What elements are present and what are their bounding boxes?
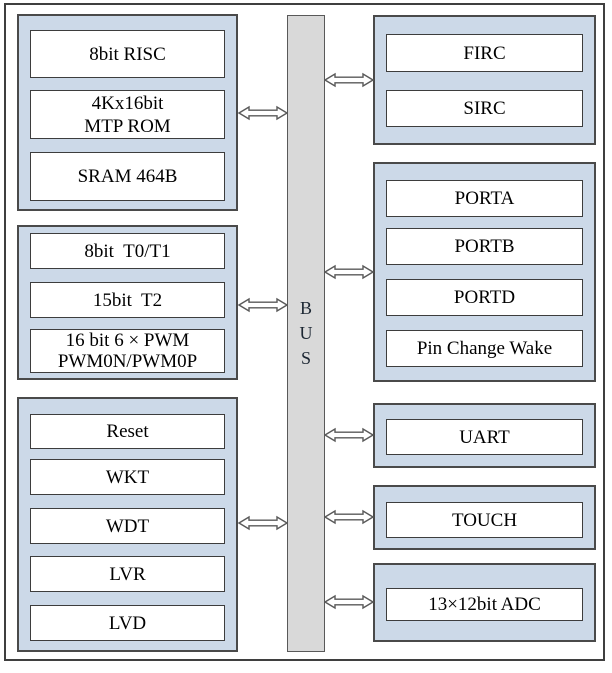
block-adc: 13×12bit ADC (386, 588, 583, 621)
block-sram: SRAM 464B (30, 152, 225, 201)
block-label: MTP ROM (84, 115, 171, 137)
arrow-bus-clock-icon (324, 72, 374, 88)
bus-bar: B U S (287, 15, 325, 652)
block-label: 8bit RISC (89, 43, 166, 65)
block-8bit-risc: 8bit RISC (30, 30, 225, 78)
block-reset: Reset (30, 414, 225, 449)
group-core-memory: 8bit RISC 4Kx16bit MTP ROM SRAM 464B (17, 14, 238, 211)
group-uart: UART (373, 403, 596, 468)
block-wdt: WDT (30, 508, 225, 544)
block-label: UART (459, 426, 510, 448)
block-label: TOUCH (451, 509, 518, 531)
group-ports: PORTA PORTB PORTD Pin Change Wake (373, 162, 596, 382)
bus-letter-s: S (300, 348, 311, 368)
block-label: 13×12bit ADC (428, 594, 541, 615)
group-system: Reset WKT WDT LVR LVD (17, 397, 238, 652)
block-label: PORTB (454, 236, 515, 257)
block-wkt: WKT (30, 459, 225, 495)
bus-letter-u: U (299, 323, 313, 343)
block-label: PWM0N/PWM0P (57, 351, 198, 372)
block-label: WDT (105, 515, 150, 537)
block-pwm: 16 bit 6 × PWM PWM0N/PWM0P (30, 329, 225, 373)
block-label: PORTD (453, 287, 516, 308)
arrow-bus-touch-icon (324, 509, 374, 525)
block-label: 16 bit 6 × PWM (65, 330, 190, 351)
group-adc: 13×12bit ADC (373, 563, 596, 642)
block-label: 15bit T2 (92, 289, 163, 311)
block-label: 4Kx16bit (91, 92, 164, 114)
block-porta: PORTA (386, 180, 583, 217)
block-label: Pin Change Wake (416, 338, 553, 359)
block-portd: PORTD (386, 279, 583, 316)
block-pin-change-wake: Pin Change Wake (386, 330, 583, 367)
arrow-bus-adc-icon (324, 594, 374, 610)
block-label: WKT (105, 466, 150, 488)
arrow-system-bus-icon (238, 515, 288, 531)
block-sirc: SIRC (386, 90, 583, 127)
outer-frame (4, 3, 605, 661)
block-label: PORTA (454, 188, 515, 209)
block-label: LVD (108, 612, 147, 634)
block-lvd: LVD (30, 605, 225, 641)
block-uart: UART (386, 419, 583, 455)
block-label: 8bit T0/T1 (84, 240, 171, 262)
block-lvr: LVR (30, 556, 225, 592)
block-label: Reset (106, 421, 149, 442)
group-clock: FIRC SIRC (373, 15, 596, 145)
block-label: SIRC (463, 98, 506, 119)
block-label: LVR (109, 563, 146, 585)
block-label: SRAM 464B (77, 166, 178, 187)
arrow-core-bus-icon (238, 105, 288, 121)
bus-letter-b: B (299, 298, 312, 318)
block-t2: 15bit T2 (30, 282, 225, 318)
block-mtp-rom: 4Kx16bit MTP ROM (30, 90, 225, 139)
block-label: FIRC (463, 42, 506, 64)
arrow-timers-bus-icon (238, 297, 288, 313)
group-touch: TOUCH (373, 485, 596, 550)
block-touch: TOUCH (386, 502, 583, 538)
block-firc: FIRC (386, 34, 583, 72)
arrow-bus-ports-icon (324, 264, 374, 280)
group-timers: 8bit T0/T1 15bit T2 16 bit 6 × PWM PWM0N… (17, 225, 238, 380)
arrow-bus-uart-icon (324, 427, 374, 443)
block-portb: PORTB (386, 228, 583, 265)
block-t0-t1: 8bit T0/T1 (30, 233, 225, 269)
